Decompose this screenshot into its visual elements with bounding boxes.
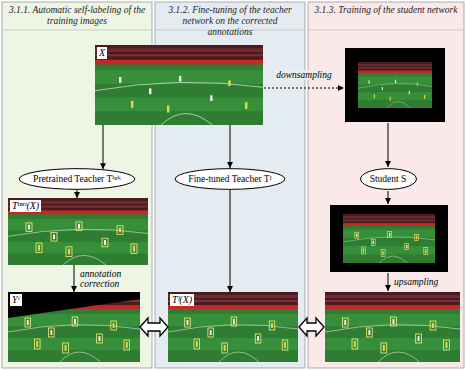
bounding-boxes bbox=[185, 317, 288, 353]
network-oval: Fine-tuned Teacher Tᶠ bbox=[174, 168, 286, 190]
flow-arrow bbox=[103, 125, 104, 169]
frame-image bbox=[343, 214, 435, 263]
image-frame: Yᶜ bbox=[8, 292, 140, 362]
stage-panel: 3.1.2. Fine-tuning of the teacher networ… bbox=[155, 2, 305, 368]
frame-image bbox=[8, 292, 140, 362]
stage-panel: 3.1.1. Automatic self-labeling of the tr… bbox=[2, 2, 152, 368]
flow-label: upsampling bbox=[393, 277, 439, 287]
dotted-arrow bbox=[264, 88, 344, 89]
frame-image bbox=[95, 45, 263, 125]
frame-image bbox=[358, 62, 432, 108]
network-oval: Student S bbox=[360, 168, 417, 190]
double-arrow bbox=[299, 318, 324, 336]
frame-image bbox=[168, 292, 298, 362]
frame-image bbox=[8, 198, 148, 265]
panel-heading: 3.1.2. Fine-tuning of the teacher networ… bbox=[155, 2, 305, 38]
heading-rule bbox=[2, 30, 152, 31]
bounding-boxes bbox=[25, 317, 130, 353]
panel-heading: 3.1.1. Automatic self-labeling of the tr… bbox=[2, 2, 152, 27]
flow-arrow bbox=[77, 190, 78, 198]
flow-arrow bbox=[74, 265, 75, 292]
image-frame: Tⁱⁿⁱᵗ(X) bbox=[8, 198, 148, 265]
flow-arrow bbox=[230, 190, 231, 292]
image-label: Tᶠ(X) bbox=[170, 294, 194, 306]
frame-image bbox=[325, 292, 460, 362]
edge-label: annotation correction bbox=[79, 269, 151, 289]
bounding-boxes bbox=[355, 232, 428, 257]
image-label: Yᶜ bbox=[10, 294, 22, 306]
network-name: Pretrained Teacher Tⁱⁿⁱᵗ bbox=[33, 174, 121, 185]
heading-rule bbox=[308, 30, 464, 31]
image-label: Tⁱⁿⁱᵗ(X) bbox=[10, 200, 41, 212]
stage-panel: 3.1.3. Training of the student networkSt… bbox=[308, 2, 464, 368]
bounding-boxes bbox=[26, 222, 137, 256]
network-oval: Pretrained Teacher Tⁱⁿⁱᵗ bbox=[18, 168, 136, 190]
image-frame: X bbox=[95, 45, 263, 125]
image-label: X bbox=[97, 47, 107, 59]
double-arrow bbox=[140, 318, 168, 336]
mask-region bbox=[8, 292, 140, 318]
flow-arrow bbox=[388, 123, 389, 167]
flow-arrow bbox=[388, 191, 389, 204]
panel-heading: 3.1.3. Training of the student network bbox=[308, 2, 464, 16]
letterbox bbox=[345, 48, 445, 122]
network-name: Fine-tuned Teacher Tᶠ bbox=[188, 174, 271, 185]
panel-ground bbox=[308, 2, 464, 368]
flow-arrow bbox=[388, 273, 389, 291]
bounding-boxes bbox=[342, 317, 449, 353]
image-frame: Tᶠ(X) bbox=[168, 292, 298, 362]
letterbox bbox=[330, 205, 448, 272]
flow-arrow bbox=[230, 125, 231, 168]
network-name: Student S bbox=[370, 174, 407, 185]
flow-label: downsampling bbox=[275, 70, 332, 80]
